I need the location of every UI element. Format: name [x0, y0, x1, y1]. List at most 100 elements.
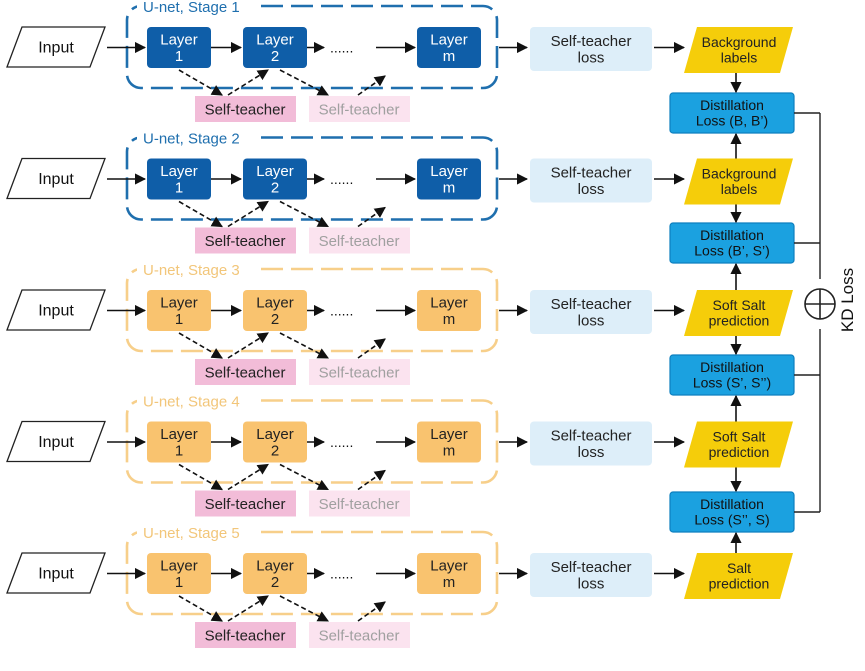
dashed-arrow [227, 332, 269, 359]
dashed-arrow [178, 200, 223, 228]
label-box [684, 553, 793, 599]
self-teacher-label: Self-teacher [319, 233, 400, 250]
ellipsis: ...... [330, 566, 353, 582]
self-teacher-1 [195, 359, 296, 385]
layer-2 [243, 553, 307, 594]
label-box [684, 290, 793, 336]
stage-title-backing [137, 525, 259, 541]
stage-title: U-net, Stage 3 [143, 262, 240, 279]
self-teacher-2 [309, 96, 410, 122]
self-teacher-2 [309, 622, 410, 648]
dashed-arrow [357, 75, 386, 96]
input-label: Input [38, 40, 74, 57]
input-label: Input [38, 303, 74, 320]
layer-m [417, 421, 481, 463]
dashed-arrow [227, 69, 269, 96]
self-teacher-label: Self-teacher [205, 627, 286, 644]
layer-1 [147, 27, 211, 68]
layer-2 [243, 158, 307, 200]
ellipsis: ...... [330, 40, 353, 56]
dashed-arrow [279, 200, 329, 228]
dashed-arrow [178, 69, 223, 96]
self-teacher-2 [309, 490, 410, 517]
stage-title: U-net, Stage 4 [143, 394, 240, 411]
self-teacher-2 [309, 359, 410, 385]
self-teacher-loss-box [530, 553, 652, 597]
dashed-arrow [279, 69, 329, 96]
dashed-arrow [279, 595, 329, 622]
self-teacher-loss-box [530, 27, 652, 71]
layer-2 [243, 421, 307, 463]
layer-m [417, 553, 481, 594]
layer-2 [243, 290, 307, 331]
self-teacher-1 [195, 622, 296, 648]
self-teacher-1 [195, 227, 296, 254]
dashed-arrow [357, 601, 386, 622]
dashed-arrow [357, 206, 386, 228]
stage-title-backing [137, 393, 259, 410]
input-label: Input [38, 171, 74, 188]
self-teacher-label: Self-teacher [205, 101, 286, 118]
layer-1 [147, 553, 211, 594]
input-box [6, 552, 106, 594]
self-teacher-loss-box [530, 158, 652, 203]
stage-title: U-net, Stage 1 [143, 0, 240, 16]
layer-2 [243, 27, 307, 68]
stage-title-backing [137, 130, 259, 147]
dashed-arrow [178, 595, 223, 622]
layer-1 [147, 421, 211, 463]
dashed-arrow [279, 332, 329, 359]
stage-title: U-net, Stage 2 [143, 131, 240, 148]
layer-m [417, 27, 481, 68]
label-box [684, 421, 793, 468]
ellipsis: ...... [330, 434, 353, 450]
self-teacher-label: Self-teacher [205, 364, 286, 381]
dashed-arrow [227, 595, 269, 622]
dashed-arrow [178, 463, 223, 491]
layer-m [417, 158, 481, 200]
label-box [684, 27, 793, 73]
stage-title: U-net, Stage 5 [143, 525, 240, 542]
layer-1 [147, 158, 211, 200]
dashed-arrow [357, 469, 386, 491]
input-box [6, 420, 106, 463]
input-box [6, 157, 106, 200]
ellipsis: ...... [330, 171, 353, 187]
dashed-arrow [227, 200, 269, 228]
ellipsis: ...... [330, 303, 353, 319]
self-teacher-label: Self-teacher [205, 496, 286, 513]
layer-1 [147, 290, 211, 331]
input-box [6, 289, 106, 331]
